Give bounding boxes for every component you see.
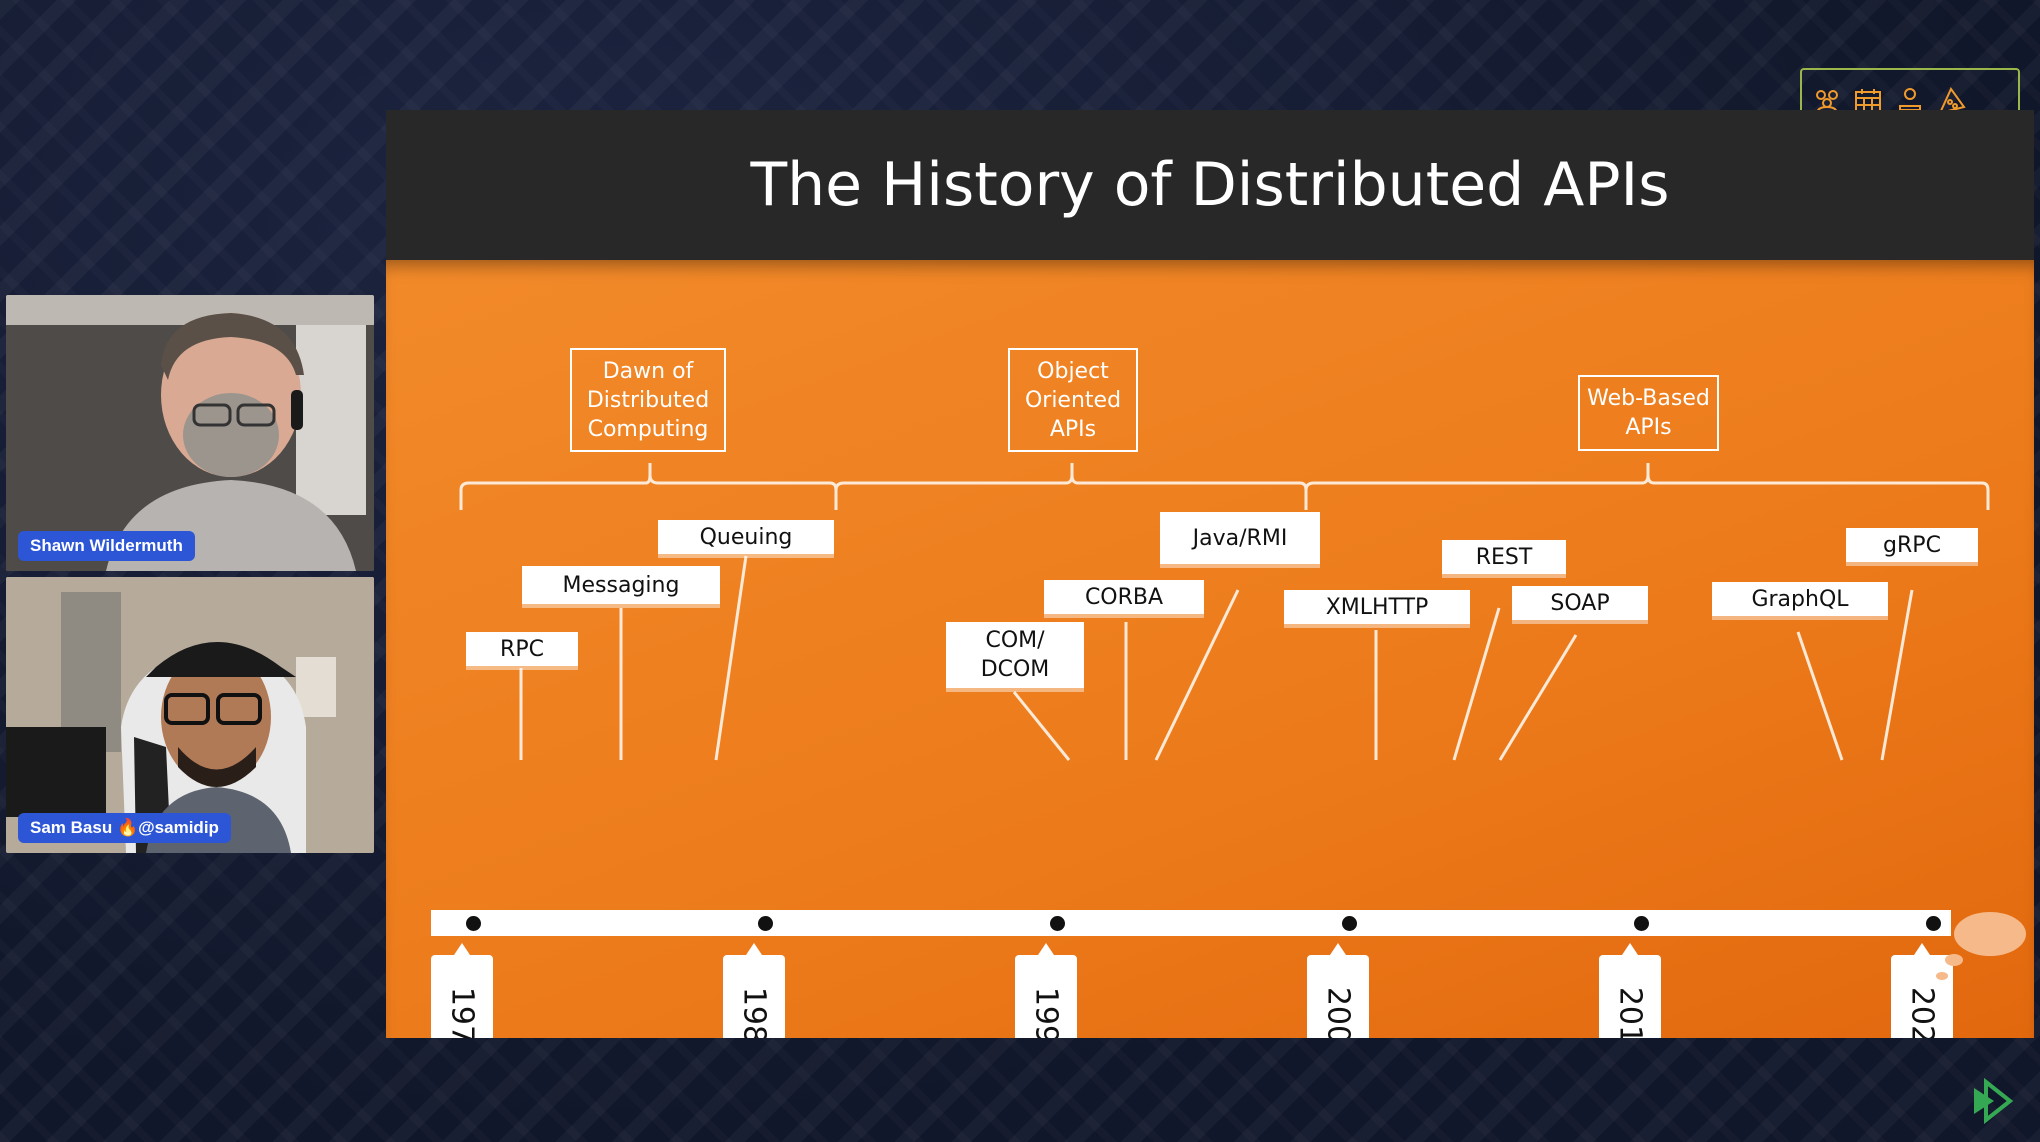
tech-label-corba: CORBA — [1044, 580, 1204, 614]
era-web-based-apis: Web-Based APIs — [1578, 375, 1719, 451]
tech-label-messaging: Messaging — [522, 566, 720, 604]
thought-bubble-icon — [1936, 912, 2026, 980]
tech-label-queuing: Queuing — [658, 520, 834, 554]
webcam-feed-shawn: Shawn Wildermuth — [6, 295, 374, 571]
tech-label-graphql: GraphQL — [1712, 582, 1888, 616]
timeline-dot — [1342, 916, 1357, 931]
era-object-oriented-apis: Object Oriented APIs — [1008, 348, 1138, 452]
tech-label-rest: REST — [1442, 540, 1566, 574]
participant-name-label: Sam Basu 🔥@samidip — [18, 813, 231, 843]
tech-label-xmlhttp: XMLHTTP — [1284, 590, 1470, 624]
brand-logo-icon — [1974, 1078, 2014, 1124]
tech-label-rpc: RPC — [466, 632, 578, 666]
year-marker-1990: 1990 — [1015, 943, 1077, 1038]
year-marker-1970: 1970 — [431, 943, 493, 1038]
participant-video — [6, 577, 374, 853]
timeline-dot — [1634, 916, 1649, 931]
webcam-feed-sam: Sam Basu 🔥@samidip — [6, 577, 374, 853]
calendar-icon — [1855, 89, 1882, 114]
timeline-connectors — [459, 463, 1990, 761]
tech-label-grpc: gRPC — [1846, 528, 1978, 562]
timeline-dot — [758, 916, 773, 931]
presentation-slide: The History of Distributed APIs — [386, 110, 2034, 1038]
era-dawn-of-distributed-computing: Dawn of Distributed Computing — [570, 348, 726, 452]
year-marker-2000: 2000 — [1307, 943, 1369, 1038]
timeline-dot — [1926, 916, 1941, 931]
tech-label-com-dcom: COM/ DCOM — [946, 622, 1084, 688]
tech-label-soap: SOAP — [1512, 586, 1648, 620]
slide-title: The History of Distributed APIs — [750, 150, 1670, 220]
timeline-dot — [466, 916, 481, 931]
tech-label-java-rmi: Java/RMI — [1160, 512, 1320, 564]
timeline-bar — [431, 910, 1951, 936]
participant-video — [6, 295, 374, 571]
year-marker-2010: 2010 — [1599, 943, 1661, 1038]
year-marker-1980: 1980 — [723, 943, 785, 1038]
slide-body: Dawn of Distributed Computing Object Ori… — [386, 260, 2034, 1038]
year-marker-2020: 2020 — [1891, 943, 1953, 1038]
timeline-dot — [1050, 916, 1065, 931]
participant-name-label: Shawn Wildermuth — [18, 531, 195, 561]
slide-header — [386, 110, 2034, 260]
